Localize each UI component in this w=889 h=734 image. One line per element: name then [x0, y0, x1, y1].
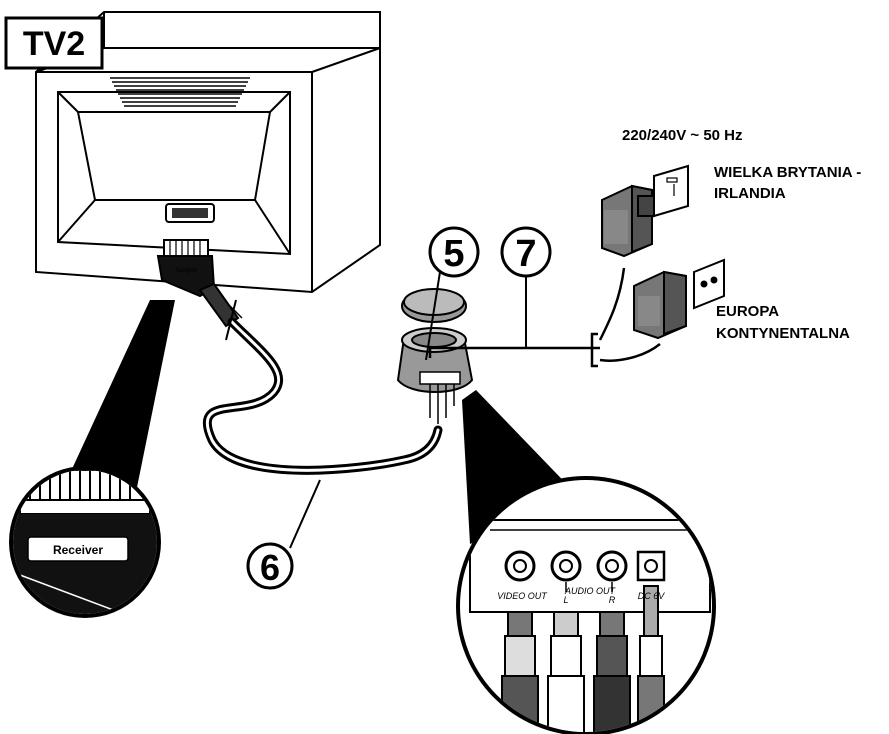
step-6-number: 6: [260, 547, 280, 588]
step-7-number: 7: [515, 233, 536, 275]
video-out-label: VIDEO OUT: [497, 591, 548, 601]
receiver-zoom-circle: Receiver: [9, 466, 161, 618]
step-5-number: 5: [443, 233, 464, 275]
tv-rear: [35, 11, 381, 294]
receiver-label: Receiver: [53, 543, 103, 557]
dc-label: DC 6V: [638, 591, 666, 601]
tv-label: TV2: [23, 25, 85, 63]
audio-l-label: L: [563, 595, 568, 605]
uk-label-line2: IRLANDIA: [714, 185, 786, 202]
ports-zoom-circle: VIDEO OUT AUDIO OUT L R DC 6V: [456, 476, 716, 734]
eu-power-adapter: [633, 258, 725, 340]
step-6-callout: 6: [246, 479, 321, 590]
audio-r-label: R: [609, 595, 616, 605]
eu-label-line2: KONTYNENTALNA: [716, 325, 850, 342]
tv-label-box: TV2: [4, 16, 104, 70]
uk-power-adapter: [601, 164, 689, 258]
eu-label-line1: EUROPA: [716, 303, 779, 320]
step-5-callout: 5: [425, 226, 480, 361]
power-cable: [428, 267, 661, 368]
audio-out-label: AUDIO OUT: [564, 586, 617, 596]
power-spec: 220/240V ~ 50 Hz: [622, 127, 743, 144]
scart-plug-brand: Sungsie: [175, 268, 197, 274]
step-7-callout: 7: [500, 226, 552, 348]
uk-label-line1: WIELKA BRYTANIA -: [714, 164, 861, 181]
scart-plug: Sungsie: [156, 239, 240, 328]
